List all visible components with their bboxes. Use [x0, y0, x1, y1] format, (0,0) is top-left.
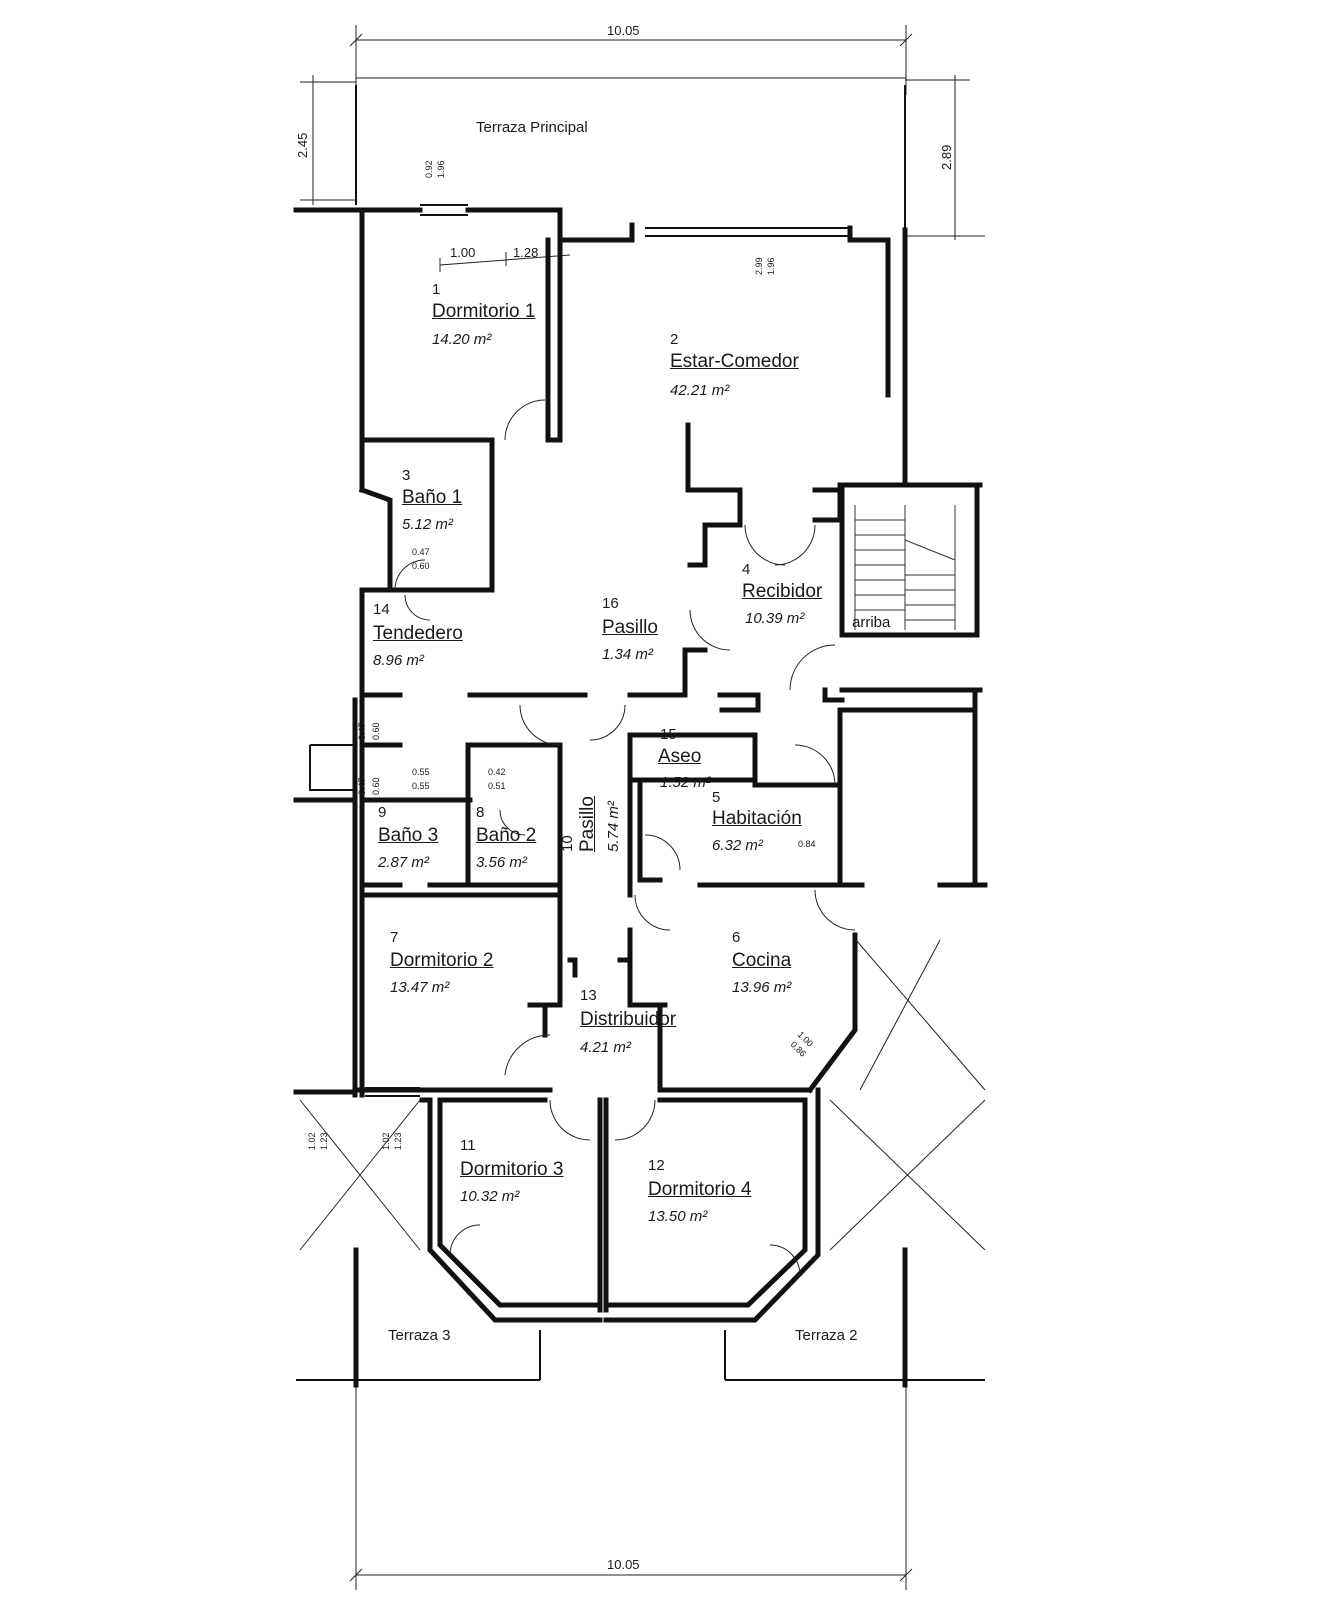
dim-bottom-width: 10.05 — [607, 1557, 640, 1572]
room-name: Baño 2 — [476, 825, 537, 846]
dim-102b: 1.02 — [381, 1132, 391, 1150]
room-area: 3.56 m² — [476, 854, 527, 871]
room-area: 13.47 m² — [390, 979, 450, 996]
room-name: Cocina — [732, 950, 792, 971]
dim-047c: 0.47 — [357, 777, 367, 795]
room-name: Baño 1 — [402, 487, 463, 508]
dim-047a: 0.47 — [412, 547, 430, 557]
room-number: 1 — [432, 281, 441, 298]
room-name: Pasillo — [602, 617, 658, 638]
dim-win1-b: 1.96 — [436, 160, 446, 178]
room-name: Aseo — [658, 746, 702, 767]
room-area: 10.32 m² — [460, 1188, 520, 1205]
room-area: 1.52 m² — [660, 774, 711, 791]
room-area: 13.50 m² — [648, 1208, 708, 1225]
dim-060a: 0.60 — [412, 561, 430, 571]
dim-100: 1.00 — [450, 245, 476, 260]
dim-win2-b: 1.96 — [766, 257, 776, 275]
dim-051: 0.51 — [488, 781, 506, 791]
dim-084: 0.84 — [798, 839, 816, 849]
room-number: 9 — [378, 804, 387, 821]
room-name: Habitación — [712, 808, 802, 829]
room-name: Distribuidor — [580, 1009, 677, 1030]
room-number: 7 — [390, 929, 399, 946]
room-name: Dormitorio 3 — [460, 1159, 564, 1180]
terrace-2-label: Terraza 2 — [795, 1327, 858, 1344]
dim-055b: 0.55 — [412, 781, 430, 791]
terrace-3-label: Terraza 3 — [388, 1327, 451, 1344]
room-number: 15 — [660, 726, 677, 743]
stair-up-label: arriba — [852, 614, 891, 631]
room-name: Estar-Comedor — [670, 351, 799, 372]
room-area: 13.96 m² — [732, 979, 792, 996]
room-number: 4 — [742, 561, 751, 578]
terrace-outlines — [296, 85, 986, 1388]
dim-047b: 0.47 — [357, 722, 367, 740]
room-number: 12 — [648, 1157, 665, 1174]
room-number: 5 — [712, 789, 721, 806]
room-number: 14 — [373, 601, 390, 618]
room-area: 42.21 m² — [670, 382, 730, 399]
room-name: Tendedero — [373, 623, 463, 644]
dim-060c: 0.60 — [371, 777, 381, 795]
room-number: 6 — [732, 929, 741, 946]
room-number: 2 — [670, 331, 679, 348]
room-area: 14.20 m² — [432, 331, 492, 348]
dim-right-terrace-depth: 2.89 — [939, 144, 954, 170]
dim-win1-a: 0.92 — [424, 160, 434, 178]
walls — [293, 204, 988, 1323]
room-name: Dormitorio 1 — [432, 301, 536, 322]
room-area: 4.21 m² — [580, 1039, 631, 1056]
dim-123a: 1.23 — [319, 1132, 329, 1150]
room-name: Pasillo — [577, 796, 598, 852]
stair-treads — [854, 505, 956, 630]
room-area: 1.34 m² — [602, 646, 653, 663]
dim-060b: 0.60 — [371, 722, 381, 740]
room-area: 8.96 m² — [373, 652, 424, 669]
room-number: 3 — [402, 467, 411, 484]
dim-102a: 1.02 — [307, 1132, 317, 1150]
room-name: Baño 3 — [378, 825, 439, 846]
room-area: 5.12 m² — [402, 516, 453, 533]
dim-win2-a: 2.99 — [754, 257, 764, 275]
room-area: 5.74 m² — [605, 801, 622, 852]
room-name: Dormitorio 4 — [648, 1179, 752, 1200]
room-number: 13 — [580, 987, 597, 1004]
room-number: 11 — [460, 1137, 476, 1154]
dim-left-terrace-depth: 2.45 — [295, 132, 310, 158]
room-name: Recibidor — [742, 581, 823, 602]
room-name: Dormitorio 2 — [390, 950, 494, 971]
dimension-lines — [300, 25, 985, 1590]
room-area: 10.39 m² — [745, 610, 805, 627]
dim-top-width: 10.05 — [607, 23, 640, 38]
room-area: 2.87 m² — [378, 854, 429, 871]
room-area: 6.32 m² — [712, 837, 763, 854]
room-number: 16 — [602, 595, 619, 612]
dim-128: 1.28 — [513, 245, 539, 260]
terrace-principal-label: Terraza Principal — [476, 119, 588, 136]
door-swings — [394, 399, 856, 1276]
room-number: 8 — [476, 804, 485, 821]
dim-042: 0.42 — [488, 767, 506, 777]
dim-055a: 0.55 — [412, 767, 430, 777]
room-number: 10 — [559, 835, 576, 852]
dim-123b: 1.23 — [393, 1132, 403, 1150]
